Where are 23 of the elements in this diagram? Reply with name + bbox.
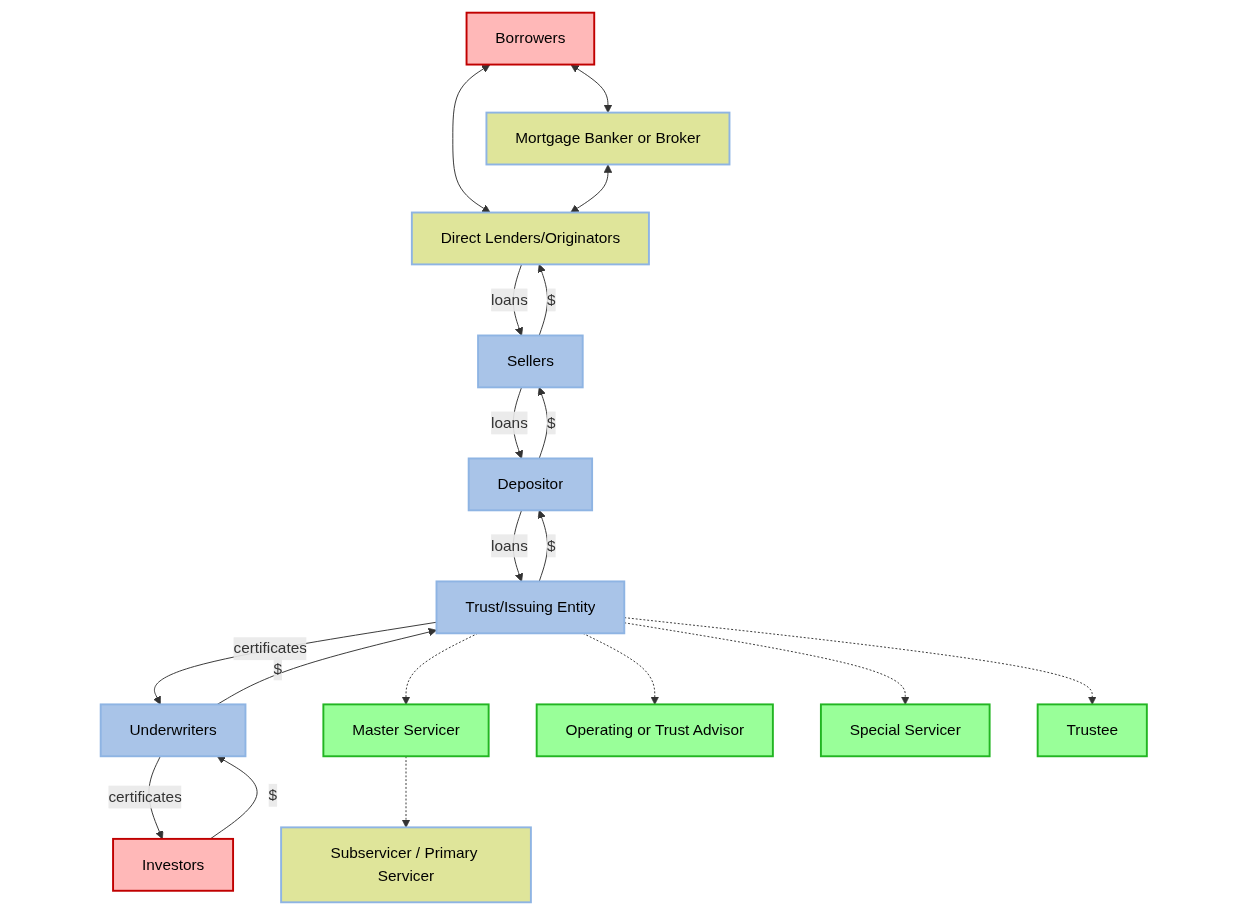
node-box: Borrowers bbox=[465, 11, 596, 66]
edge-label: loans bbox=[491, 414, 529, 431]
node-box: Special Servicer bbox=[820, 703, 991, 758]
edge-label: certificates bbox=[108, 788, 183, 805]
node-box: Operating or Trust Advisor bbox=[535, 703, 775, 758]
node-box: Trustee bbox=[1036, 703, 1149, 758]
node-box: Trust/Issuing Entity bbox=[435, 580, 626, 635]
edge-label: loans bbox=[491, 537, 529, 554]
node-box: Investors bbox=[112, 837, 235, 892]
edge-label: loans bbox=[491, 291, 529, 308]
edge-label: certificates bbox=[233, 640, 308, 657]
node-box: Master Servicer bbox=[322, 703, 490, 758]
node-box: Mortgage Banker or Broker bbox=[485, 111, 731, 166]
node-box: Direct Lenders/Originators bbox=[411, 211, 651, 266]
edge-label: $ bbox=[547, 414, 556, 431]
edge-label: $ bbox=[547, 537, 556, 554]
node-box: Underwriters bbox=[99, 703, 247, 758]
node-box: Subservicer / Primary Servicer bbox=[280, 826, 533, 904]
edge-label: $ bbox=[547, 291, 556, 308]
node-box: Sellers bbox=[477, 334, 584, 389]
edge-label: $ bbox=[273, 660, 283, 677]
edge-label: $ bbox=[268, 786, 278, 803]
node-box: Depositor bbox=[467, 457, 594, 512]
